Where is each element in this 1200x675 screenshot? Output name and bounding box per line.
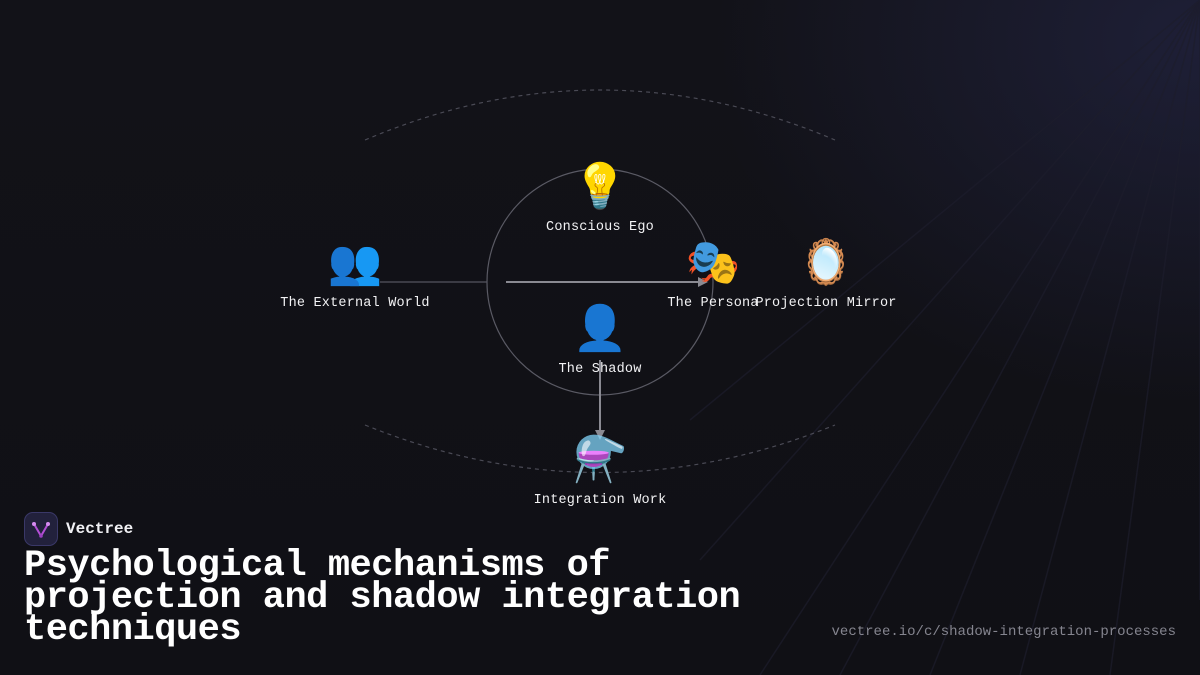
node-conscious-ego: 💡 Conscious Ego — [546, 164, 654, 235]
lightbulb-icon: 💡 — [572, 165, 628, 215]
vectree-logo-icon — [24, 512, 58, 546]
silhouette-icon: 👤 — [572, 307, 628, 357]
theater-masks-icon: 🎭 — [685, 241, 741, 291]
node-label-projection-mirror: Projection Mirror — [755, 296, 897, 311]
node-label-external-world: The External World — [280, 296, 430, 311]
brand-name: Vectree — [66, 520, 134, 538]
node-label-persona: The Persona — [667, 296, 759, 311]
people-icon: 👥 — [327, 241, 383, 291]
node-label-integration-work: Integration Work — [533, 493, 667, 508]
node-external-world: 👥 The External World — [280, 240, 429, 311]
mirror-icon: 🪞 — [798, 241, 854, 291]
source-url[interactable]: vectree.io/c/shadow-integration-processe… — [831, 624, 1176, 640]
node-shadow: 👤 The Shadow — [558, 306, 641, 377]
node-label-conscious-ego: Conscious Ego — [546, 220, 654, 235]
node-label-shadow: The Shadow — [558, 362, 642, 377]
page-title: Psychological mechanisms of projection a… — [24, 545, 741, 651]
alembic-icon: ⚗️ — [572, 438, 628, 488]
lower-dashed-arc — [364, 424, 836, 474]
brand: Vectree — [24, 512, 133, 546]
node-persona: 🎭 The Persona — [667, 240, 758, 311]
node-projection-mirror: 🪞 Projection Mirror — [755, 240, 896, 311]
upper-dashed-arc — [364, 89, 836, 141]
node-integration-work: ⚗️ Integration Work — [534, 437, 667, 508]
